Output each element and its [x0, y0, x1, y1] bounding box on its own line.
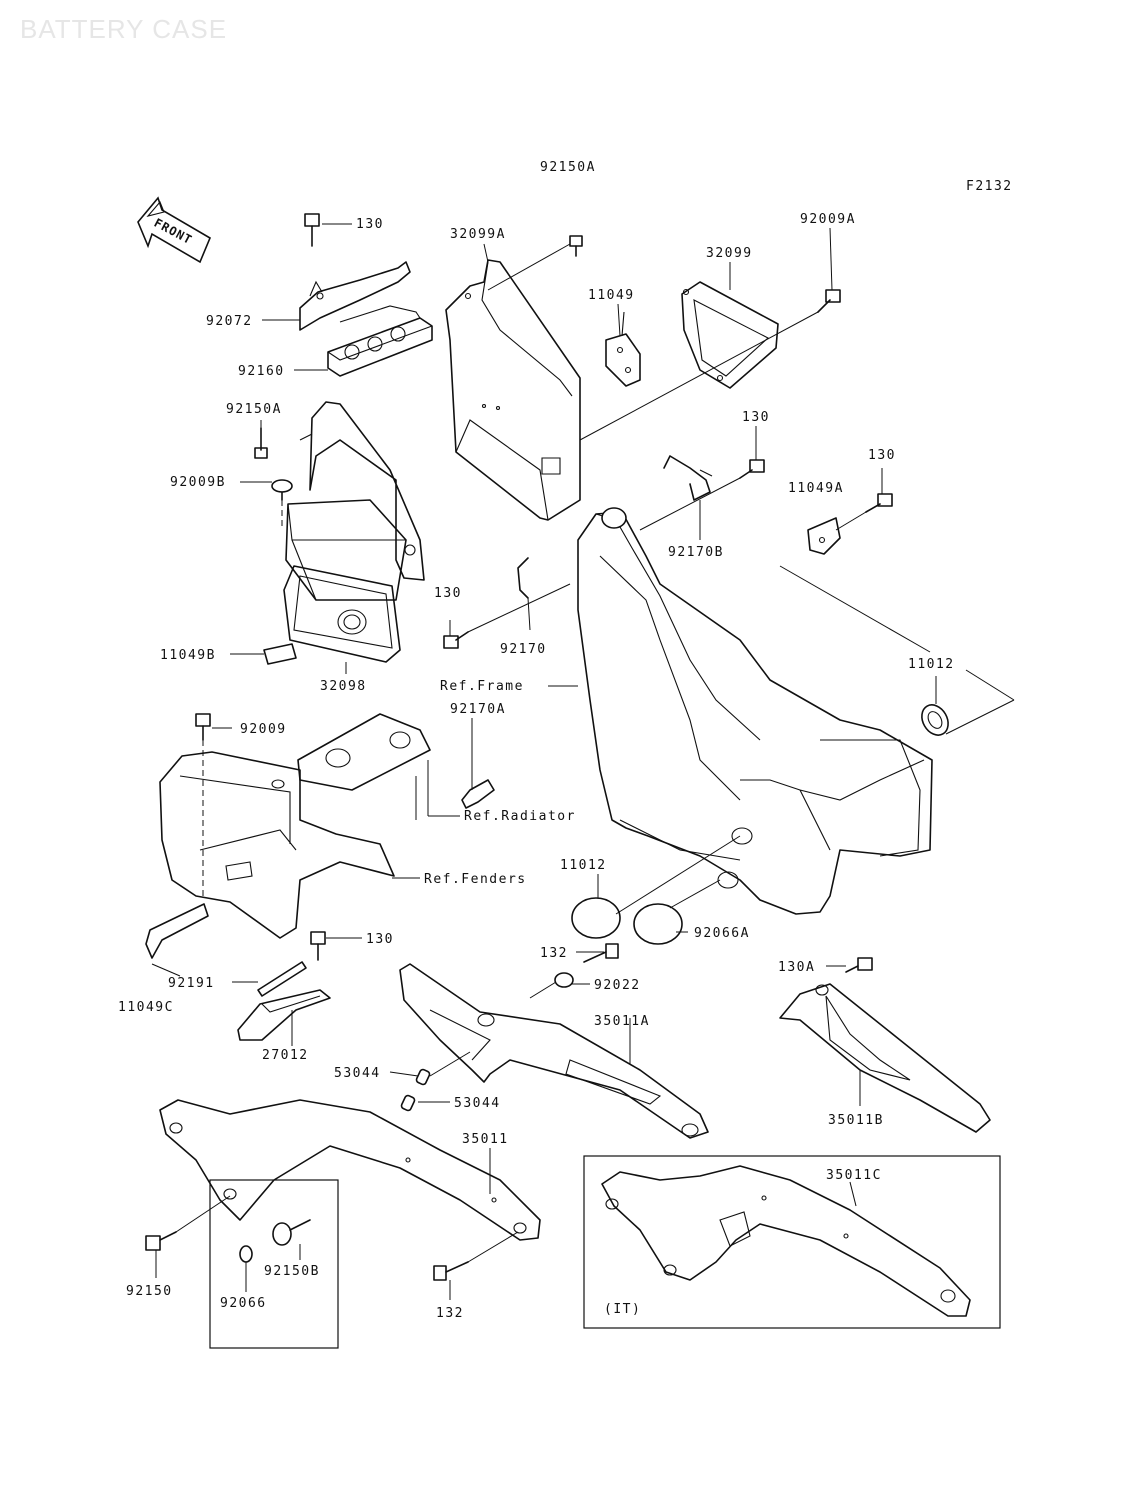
bolt-92150: [145, 1231, 177, 1251]
label-11049C: 11049C: [118, 1000, 174, 1015]
part-92170A-clip: [461, 779, 495, 809]
part-32098-mat: [283, 565, 401, 663]
label-130-left: 130: [434, 586, 462, 601]
label-92072: 92072: [206, 314, 253, 329]
label-53044-a: 53044: [334, 1066, 381, 1081]
label-92022: 92022: [594, 978, 641, 993]
label-92170A: 92170A: [450, 702, 506, 717]
part-11049A-bracket: [807, 517, 841, 555]
label-11049B: 11049B: [160, 648, 216, 663]
label-92009B: 92009B: [170, 475, 226, 490]
label-11012-right: 11012: [908, 657, 955, 672]
part-11049B-clip: [263, 643, 297, 665]
page-title: BATTERY CASE: [20, 14, 228, 44]
part-32099-cover: [681, 281, 779, 389]
label-ref-frame: Ref.Frame: [440, 679, 524, 694]
front-arrow-icon: FRONT: [137, 196, 212, 264]
bolt-130-left: [443, 631, 469, 649]
inset-box-it-variant: [583, 1155, 1001, 1329]
label-32099A: 32099A: [450, 227, 506, 242]
label-it-variant: (IT): [604, 1302, 641, 1317]
bolt-92150A-top: [569, 235, 583, 257]
label-11049A: 11049A: [788, 481, 844, 496]
part-92160-holder: [327, 305, 433, 377]
label-92150: 92150: [126, 1284, 173, 1299]
part-92170-clip: [517, 557, 529, 599]
leader-lines: [151, 223, 1015, 1300]
label-35011B: 35011B: [828, 1113, 884, 1128]
part-92191-rod: [257, 961, 307, 997]
label-132-top: 132: [540, 946, 568, 961]
label-35011C: 35011C: [826, 1168, 882, 1183]
label-92066A: 92066A: [694, 926, 750, 941]
part-battery-box: [285, 499, 407, 601]
label-92160: 92160: [238, 364, 285, 379]
part-35011A-bracket: [399, 963, 709, 1139]
radiator-reference-part: [297, 713, 431, 791]
part-35011B-bracket: [779, 983, 991, 1133]
label-11049: 11049: [588, 288, 635, 303]
label-92150A-mid: 92150A: [226, 402, 282, 417]
part-92066A-cap: [633, 903, 683, 945]
bolt-132-top: [583, 943, 619, 963]
label-53044-b: 53044: [454, 1096, 501, 1111]
label-92009: 92009: [240, 722, 287, 737]
bolt-92009A: [817, 289, 841, 313]
part-32099A-cover: [445, 259, 581, 521]
label-130-mid: 130: [742, 410, 770, 425]
label-92009A: 92009A: [800, 212, 856, 227]
label-11012-mid: 11012: [560, 858, 607, 873]
bolt-130-top: [304, 213, 320, 247]
part-11049-bracket: [605, 311, 641, 387]
part-35011C-bracket: [601, 1165, 971, 1317]
label-32099: 32099: [706, 246, 753, 261]
part-11012-grommet-right: [921, 704, 949, 736]
label-35011A: 35011A: [594, 1014, 650, 1029]
bolt-130A: [845, 957, 873, 973]
label-92150A: 92150A: [540, 160, 596, 175]
part-27012-bracket: [237, 989, 331, 1041]
label-92170B: 92170B: [668, 545, 724, 560]
part-left-case-cover: [299, 401, 425, 581]
bolt-92009B: [271, 479, 293, 501]
part-53044-bushing-b: [400, 1094, 416, 1112]
part-53044-bushing-a: [415, 1068, 431, 1086]
part-11049C-bracket: [145, 903, 209, 959]
washer-92022: [554, 972, 574, 988]
bolt-130-right: [865, 493, 893, 513]
label-32098: 32098: [320, 679, 367, 694]
label-35011: 35011: [462, 1132, 509, 1147]
part-fender-tray: [159, 751, 395, 939]
label-92170: 92170: [500, 642, 547, 657]
inset-box-variant: [209, 1179, 339, 1349]
part-11012-cap-mid: [571, 897, 621, 939]
label-ref-fenders: Ref.Fenders: [424, 872, 527, 887]
bolt-130-lower: [310, 931, 326, 961]
label-130-lower: 130: [366, 932, 394, 947]
figure-code: F2132: [966, 179, 1013, 194]
part-35011-bracket: [159, 1099, 541, 1241]
bolt-132-bottom: [433, 1261, 469, 1281]
label-92150B: 92150B: [264, 1264, 320, 1279]
bolt-130-mid: [739, 459, 765, 479]
label-92191: 92191: [168, 976, 215, 991]
label-ref-radiator: Ref.Radiator: [464, 809, 576, 824]
label-132-bottom: 132: [436, 1306, 464, 1321]
bolt-92009: [195, 713, 211, 741]
part-92066-washer: [239, 1245, 253, 1263]
label-27012: 27012: [262, 1048, 309, 1063]
label-130A: 130A: [778, 960, 815, 975]
label-130: 130: [356, 217, 384, 232]
part-92072-bracket: [299, 261, 411, 331]
part-92170B-clip: [663, 455, 713, 501]
part-92150B-bolt: [272, 1219, 311, 1246]
motorcycle-frame: [577, 507, 933, 915]
label-92066: 92066: [220, 1296, 267, 1311]
label-130-right: 130: [868, 448, 896, 463]
